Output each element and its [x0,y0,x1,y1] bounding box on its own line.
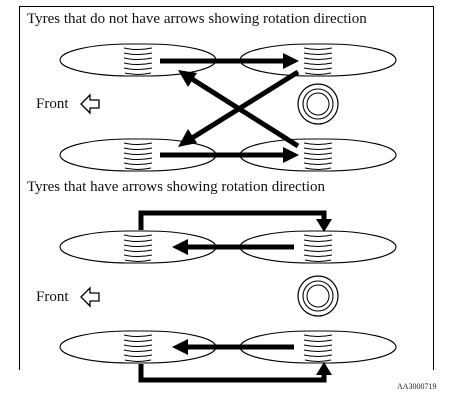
figure-code: AA3000719 [397,382,437,391]
top-section-heading: Tyres that do not have arrows showing ro… [27,11,367,27]
rotation-arrow [178,70,300,149]
rotation-arrow [138,362,332,383]
spare-tyre-icon [297,83,339,125]
rotation-arrow [160,147,299,163]
front-label: Front [36,289,69,305]
rotation-arrow [172,339,294,355]
bottom-section-diagram [59,210,397,383]
left-arrow-outline-icon [80,94,100,114]
left-arrow-outline-icon [80,287,100,307]
rotation-arrow [178,69,300,147]
rotation-arrow [172,239,294,255]
rotation-arrow [160,53,299,69]
bottom-section-heading: Tyres that have arrows showing rotation … [27,179,326,195]
front-label: Front [36,96,69,112]
spare-tyre-icon [297,275,339,317]
top-section-diagram [59,43,397,172]
rotation-arrow [138,210,332,232]
